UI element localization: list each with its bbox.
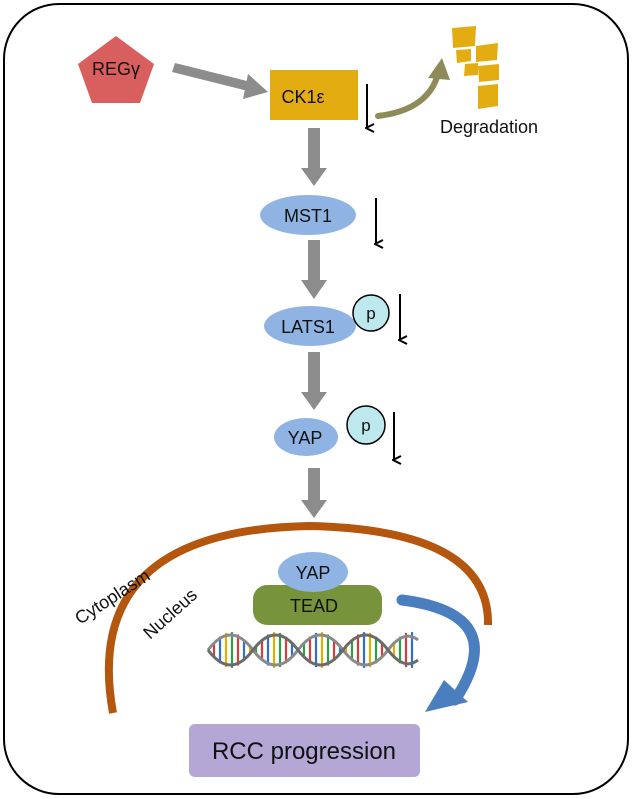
yap-phospho-label: p	[361, 416, 370, 435]
nuclear-membrane-arc	[105, 521, 493, 714]
tead-box	[253, 585, 382, 625]
arrow-ck1e-to-mst1	[301, 128, 327, 186]
rcc-progression-box	[189, 724, 420, 777]
yap-cytoplasm-ellipse	[274, 418, 338, 456]
dna-helix-icon	[206, 632, 419, 668]
rcc-progression-label: RCC progression	[212, 738, 396, 765]
mst1-ellipse	[260, 195, 356, 235]
mst1-label: MST1	[284, 206, 332, 226]
arrow-yap-to-nucleus	[301, 468, 327, 518]
yap-phospho-badge	[346, 405, 386, 445]
ck1e-label: CK1ε	[281, 87, 324, 107]
arrow-regg-to-ck1e	[172, 63, 268, 99]
ck1e-box	[270, 70, 358, 120]
arrow-ck1e-to-degradation	[375, 58, 450, 119]
yap-nucleus-label: YAP	[296, 563, 331, 583]
lats1-label: LATS1	[281, 317, 335, 337]
lats1-phospho-badge	[352, 294, 390, 332]
lats1-ellipse	[264, 306, 356, 346]
regg-pentagon	[78, 36, 154, 103]
degradation-fragments-icon	[452, 26, 499, 109]
yap-cytoplasm-label: YAP	[288, 428, 323, 448]
arrow-tead-to-rcc	[396, 594, 480, 712]
lats1-phospho-label: p	[366, 304, 375, 323]
arrow-mst1-to-lats1	[301, 240, 327, 299]
tead-label: TEAD	[290, 596, 338, 616]
yap-nucleus-ellipse	[278, 552, 348, 592]
arrow-lats1-to-yap	[301, 352, 327, 410]
degradation-label: Degradation	[440, 117, 538, 137]
regg-label: REGγ	[92, 59, 140, 79]
